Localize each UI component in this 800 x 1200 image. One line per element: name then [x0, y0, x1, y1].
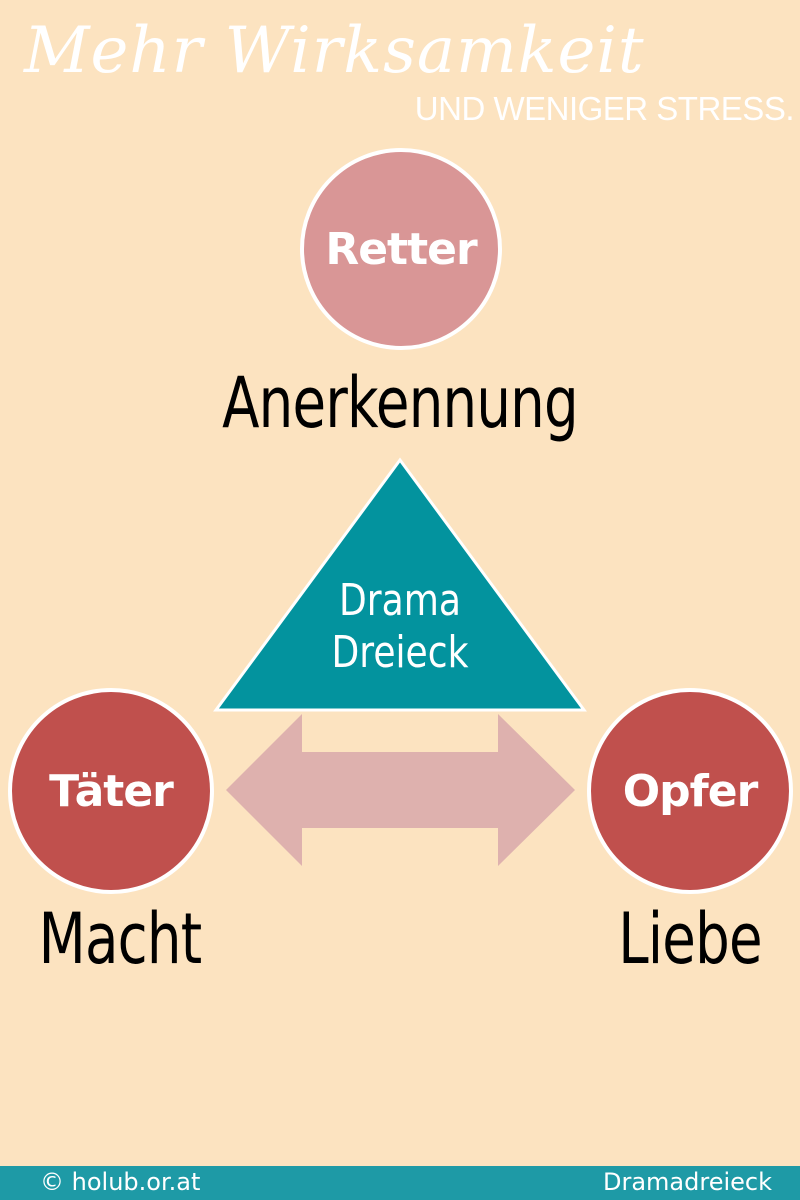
taeter-circle: Täter: [8, 688, 214, 894]
brand-title: Mehr Wirksamkeit: [24, 14, 645, 88]
macht-label: Macht: [38, 898, 202, 980]
taeter-label: Täter: [49, 765, 174, 817]
brand-subtitle: UND WENIGER STRESS.: [414, 90, 795, 127]
footer-topic: Dramadreieck: [602, 1168, 772, 1196]
anerkennung-label: Anerkennung: [222, 362, 579, 444]
triangle-label-line2: Dreieck: [331, 627, 469, 678]
retter-label: Retter: [325, 223, 477, 275]
opfer-circle: Opfer: [587, 688, 793, 894]
retter-circle: Retter: [300, 148, 502, 350]
triangle-label: Drama Dreieck: [318, 575, 482, 679]
double-arrow: [226, 714, 575, 866]
liebe-label: Liebe: [618, 898, 762, 980]
triangle-label-line1: Drama: [338, 575, 461, 626]
opfer-label: Opfer: [622, 765, 759, 817]
footer-copyright: © holub.or.at: [40, 1168, 201, 1196]
drama-triangle: [213, 457, 587, 712]
footer-bar: © holub.or.at Dramadreieck: [0, 1166, 800, 1200]
